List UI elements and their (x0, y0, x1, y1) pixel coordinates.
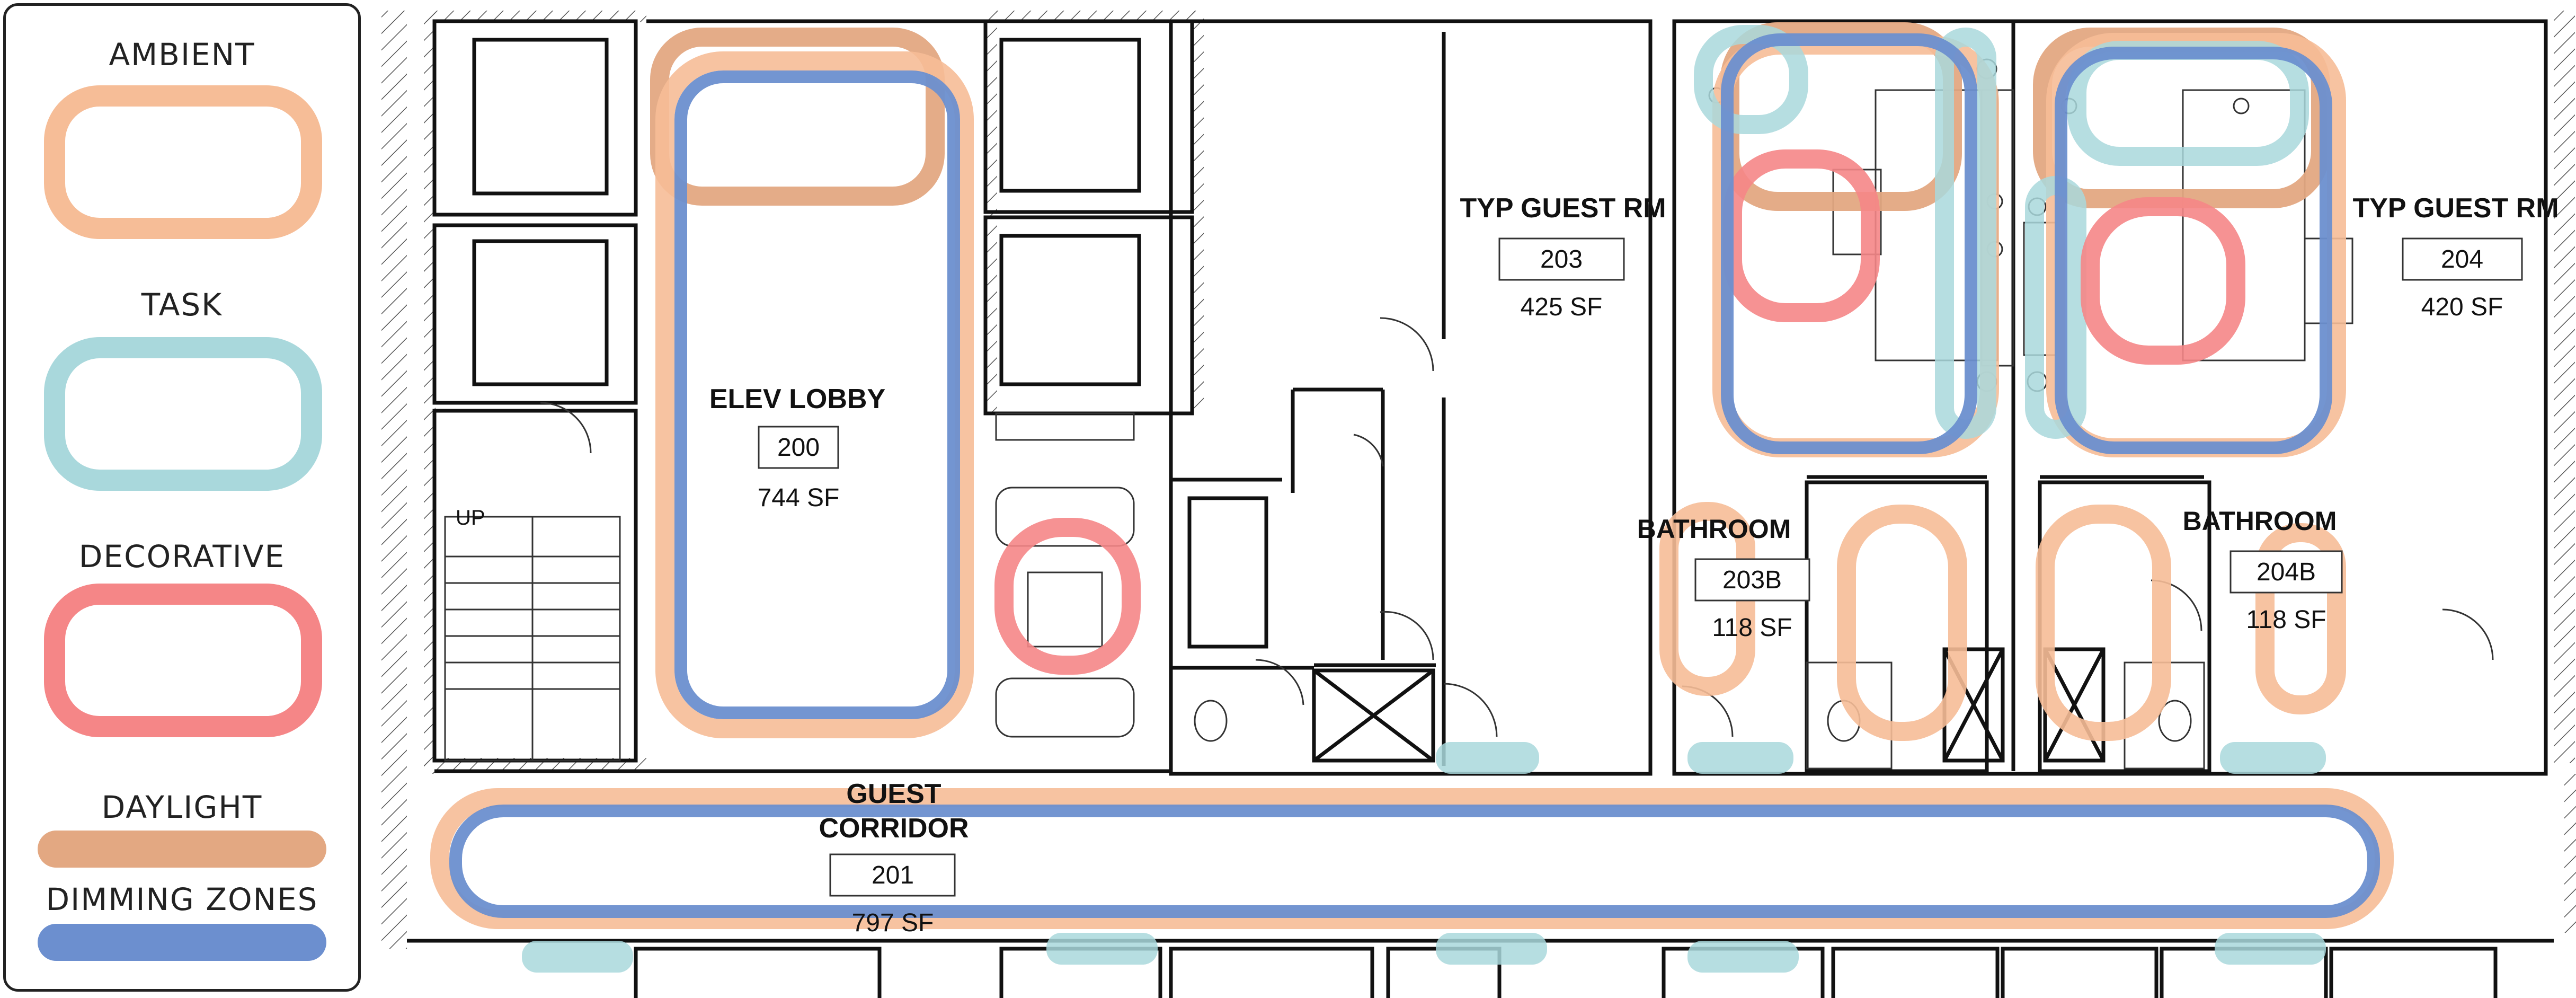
room-number-box-200 (758, 426, 839, 469)
room-labels: ELEV LOBBY 200 744 SF TYP GUEST RM 203 4… (456, 193, 2559, 937)
room-number-box-203 (1498, 237, 1625, 281)
room-area-200: 744 SF (758, 484, 840, 512)
room-number-box-204b (2229, 550, 2343, 594)
ambient-zone-lobby (655, 51, 974, 738)
room-number-203b: 203B (1722, 566, 1782, 594)
room-name-204b: BATHROOM (2183, 506, 2337, 536)
ambient-zone-204b-b (2255, 523, 2346, 714)
room-area-203b: 118 SF (1712, 614, 1792, 642)
stair-up-label: UP (456, 506, 485, 529)
legend-panel: AMBIENT TASK DECORATIVE DAYLIGHT DIMMING… (3, 3, 361, 992)
legend-daylight-label: DAYLIGHT (101, 789, 263, 825)
legend-ambient-swatch (44, 85, 322, 239)
room-name-corridor-line1: GUEST (846, 779, 941, 809)
task-zone-chair-203 (1694, 25, 1808, 134)
decorative-zone-204 (2081, 197, 2245, 365)
room-number-box-203b (1694, 558, 1810, 602)
legend-decorative-swatch (44, 584, 322, 737)
dimming-zone-lobby (674, 70, 960, 719)
ambient-zone-corridor (430, 788, 2394, 929)
room-area-201: 797 SF (852, 909, 934, 937)
legend-task-swatch (44, 337, 322, 491)
dimming-zone-204 (2055, 47, 2332, 454)
task-zone-chairs-204 (2067, 41, 2309, 166)
legend-dimming-swatch (38, 924, 326, 961)
room-name-203b: BATHROOM (1637, 514, 1791, 544)
decorative-zone-203 (1723, 149, 1880, 322)
legend-daylight-swatch (38, 831, 326, 868)
room-number-box-204 (2402, 237, 2523, 281)
room-area-204: 420 SF (2421, 293, 2503, 321)
ambient-zone-204b-a (2036, 505, 2171, 741)
legend-decorative-label: DECORATIVE (78, 538, 286, 575)
dimming-zone-203 (1721, 33, 1977, 454)
dimming-zone-corridor (449, 805, 2380, 918)
room-name-corridor-line2: CORRIDOR (819, 813, 969, 844)
decorative-zone-lobby (994, 518, 1141, 675)
room-name-204: TYP GUEST RM (2352, 193, 2559, 224)
room-name-203: TYP GUEST RM (1460, 193, 1666, 224)
ambient-zone-203b-b (1837, 505, 1967, 741)
room-number-200: 200 (777, 434, 820, 462)
room-number-box-201 (829, 853, 956, 897)
legend-ambient-label: AMBIENT (109, 37, 255, 73)
room-area-203: 425 SF (1521, 293, 1603, 321)
room-number-204b: 204B (2257, 558, 2316, 586)
room-number-201: 201 (872, 861, 914, 889)
room-number-203: 203 (1540, 245, 1583, 273)
floor-plan: ELEV LOBBY 200 744 SF TYP GUEST RM 203 4… (381, 11, 2576, 998)
legend-dimming-label: DIMMING ZONES (46, 881, 318, 917)
legend-task-label: TASK (141, 287, 223, 323)
task-door-zones (522, 742, 2326, 973)
room-area-204b: 118 SF (2246, 606, 2326, 634)
room-number-204: 204 (2441, 245, 2483, 273)
room-name-elev-lobby: ELEV LOBBY (709, 384, 885, 414)
